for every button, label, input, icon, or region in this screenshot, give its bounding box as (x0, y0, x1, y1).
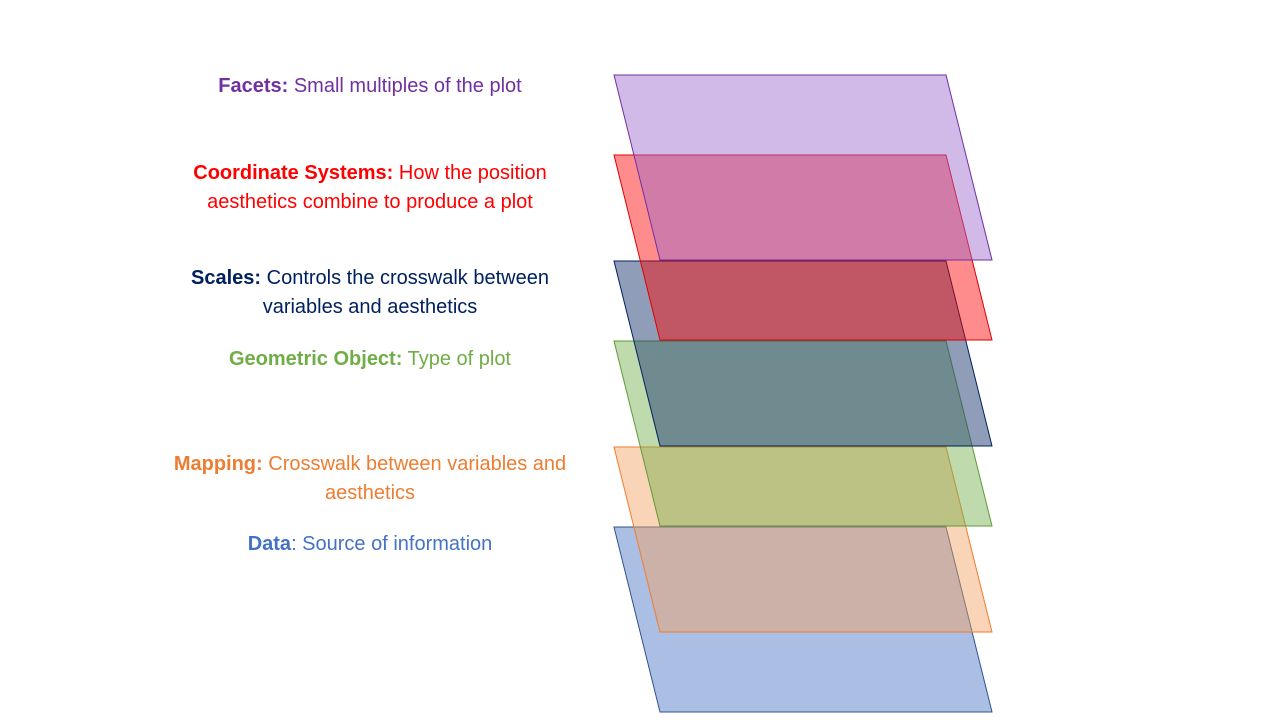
mapping-label: Mapping: Crosswalk between variables and… (160, 450, 580, 508)
scales-label: Scales: Controls the crosswalk between v… (160, 264, 580, 322)
coordinate-systems-name: Coordinate Systems: (193, 162, 394, 184)
coordinate-systems-description: How the position aesthetics combine to p… (207, 162, 547, 213)
mapping-layer-plane (613, 446, 993, 633)
data-label: Data: Source of information (170, 530, 570, 559)
mapping-description: Crosswalk between variables and aestheti… (268, 453, 567, 504)
facets-layer-plane (613, 74, 993, 261)
coordinate-systems-label: Coordinate Systems: How the position aes… (160, 159, 580, 217)
scales-layer-plane (613, 260, 993, 447)
facets-name: Facets: (218, 75, 289, 97)
coordinate-systems-layer-plane (613, 154, 993, 341)
mapping-name: Mapping: (173, 453, 263, 475)
scales-name: Scales: (191, 267, 262, 289)
data-description: : Source of information (291, 533, 493, 555)
facets-description: Small multiples of the plot (293, 75, 522, 97)
geometric-object-label: Geometric Object: Type of plot (170, 345, 570, 374)
data-layer-plane (613, 526, 993, 713)
geometric-object-description: Type of plot (407, 348, 511, 370)
data-name: Data (247, 533, 292, 555)
geometric-object-name: Geometric Object: (229, 348, 403, 370)
scales-description: Controls the crosswalk between variables… (262, 267, 549, 318)
facets-label: Facets: Small multiples of the plot (170, 72, 570, 101)
